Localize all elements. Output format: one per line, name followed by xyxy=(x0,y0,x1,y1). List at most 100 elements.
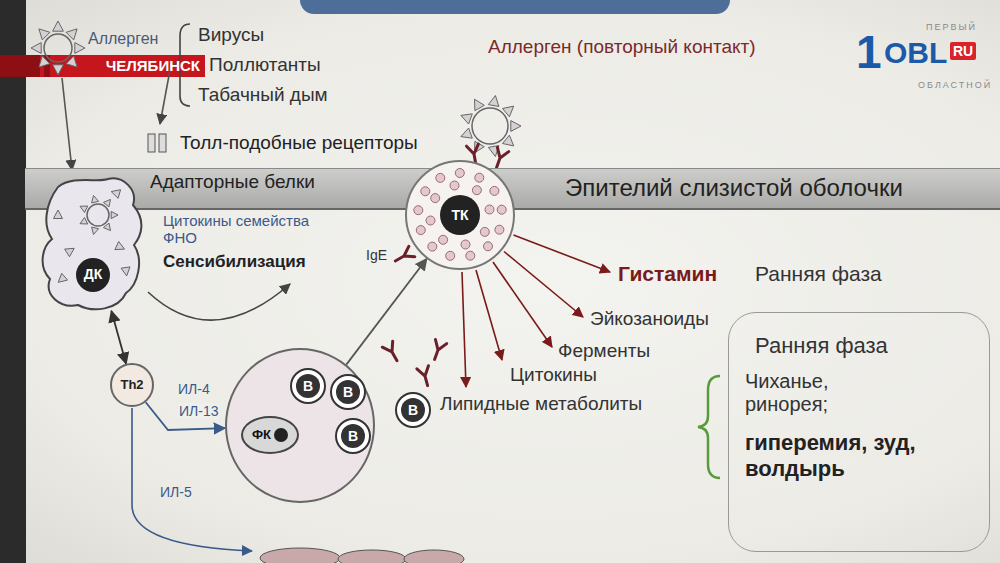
cell-node: ТК xyxy=(405,160,515,270)
band-text: Адапторные белки xyxy=(150,171,315,193)
b-cell-label: B xyxy=(401,398,425,422)
watermark: 1 xyxy=(856,26,882,79)
allergen-triangle xyxy=(475,99,485,111)
mediator-arrows xyxy=(462,272,466,387)
allergen-icon xyxy=(31,21,85,75)
b-cell-label: B xyxy=(341,424,365,448)
antibody xyxy=(382,341,402,363)
allergen-triangle xyxy=(103,199,110,207)
text-label: Липидные метаболиты xyxy=(440,393,642,415)
granule xyxy=(455,169,464,178)
allergen-triangle xyxy=(488,96,499,107)
cell-node: ДК xyxy=(38,175,148,315)
allergen-triangle xyxy=(461,128,472,138)
text-label: Цитокины xyxy=(510,364,597,386)
allergen-triangle xyxy=(39,29,50,40)
text-label: ИЛ-4 xyxy=(178,381,210,397)
city-banner xyxy=(0,55,205,77)
antibody xyxy=(382,341,402,363)
cell-node: B xyxy=(290,368,326,404)
phase-text: Чиханье, ринорея; xyxy=(745,370,885,416)
receptor-icon xyxy=(148,134,166,152)
watermark: RU xyxy=(950,42,976,60)
band-text: Эпителий слизистой оболочки xyxy=(565,174,903,202)
text-label: IgE xyxy=(366,247,387,263)
eosinophil-cells xyxy=(260,548,340,563)
allergen-triangle xyxy=(503,135,514,146)
antibody xyxy=(429,339,447,361)
allergen-triangle xyxy=(80,218,88,225)
allergen-triangle xyxy=(66,56,77,67)
granule xyxy=(450,181,459,190)
granule xyxy=(414,206,423,215)
text-label: Сенсибилизация xyxy=(163,252,306,272)
allergen-ring xyxy=(44,34,72,62)
allergen-triangle xyxy=(53,65,64,75)
dendritic-cell xyxy=(38,175,148,315)
text-label: Эйкозаноиды xyxy=(590,308,709,330)
b-cell-label: B xyxy=(336,380,360,404)
b-cell-label: B xyxy=(296,374,320,398)
allergen-triangle xyxy=(80,206,88,213)
connector xyxy=(111,311,126,364)
antibody xyxy=(429,339,447,361)
trigger-arrow xyxy=(160,70,170,124)
allergen-icon xyxy=(461,96,521,157)
granule xyxy=(466,251,475,260)
screen-edge xyxy=(0,0,26,563)
granule xyxy=(472,186,481,195)
allergen-triangle xyxy=(121,267,130,276)
allergen-ring xyxy=(87,204,109,226)
allergen-triangle xyxy=(39,56,50,67)
mediator-arrows xyxy=(514,235,611,272)
granule xyxy=(485,205,494,214)
eosinophil-cells xyxy=(338,550,406,563)
phase-text: Ранняя фаза xyxy=(755,333,977,358)
allergen-triangle xyxy=(53,21,64,31)
nucleus-dot xyxy=(274,428,288,442)
allergen-arrow xyxy=(62,78,72,170)
granule xyxy=(490,186,499,195)
cell-node: BBФКB xyxy=(225,348,375,503)
granule xyxy=(428,242,437,251)
nucleus xyxy=(76,258,110,292)
allergen-triangle xyxy=(75,43,85,54)
text-label: Аллерген xyxy=(88,30,158,48)
allergen-triangle xyxy=(503,106,514,117)
granule xyxy=(484,242,493,251)
allergen-triangle xyxy=(111,190,120,199)
cell-node: Th2 xyxy=(110,363,154,407)
cell-node: B xyxy=(335,418,371,454)
text-label: Аллерген (повторный контакт) xyxy=(488,36,756,58)
granule xyxy=(426,216,435,225)
phase-box: Ранняя фазаЧиханье, ринорея;гиперемия, з… xyxy=(728,312,990,552)
connector xyxy=(346,259,426,365)
cell-label: ДК xyxy=(77,266,109,282)
granule xyxy=(495,225,504,234)
allergen-triangle xyxy=(31,43,41,54)
allergen-triangle xyxy=(511,121,521,132)
watermark: OBL xyxy=(884,36,947,71)
watermark: ОБЛАСТНОЙ xyxy=(918,80,992,90)
text-label: Толл-подобные рецепторы xyxy=(180,132,418,154)
allergen-triangle xyxy=(58,273,67,282)
antibody xyxy=(392,246,414,266)
cell-label: Th2 xyxy=(120,378,143,393)
connector xyxy=(146,402,225,430)
granule xyxy=(446,251,455,260)
granule xyxy=(416,226,425,235)
antibody xyxy=(417,366,434,387)
sensitization-arrow xyxy=(148,284,290,320)
cell-label: ТК xyxy=(451,207,468,223)
text-label: Вирусы xyxy=(198,24,264,46)
text-label: Поллютанты xyxy=(209,54,321,76)
city-banner xyxy=(0,55,205,77)
cell-label: ФК xyxy=(252,428,271,443)
antibody xyxy=(491,147,509,169)
mediator-arrows xyxy=(476,270,502,360)
allergen-triangle xyxy=(111,211,118,218)
eosinophil-cells xyxy=(260,548,464,563)
green-brace xyxy=(698,376,720,478)
granule xyxy=(436,173,445,182)
